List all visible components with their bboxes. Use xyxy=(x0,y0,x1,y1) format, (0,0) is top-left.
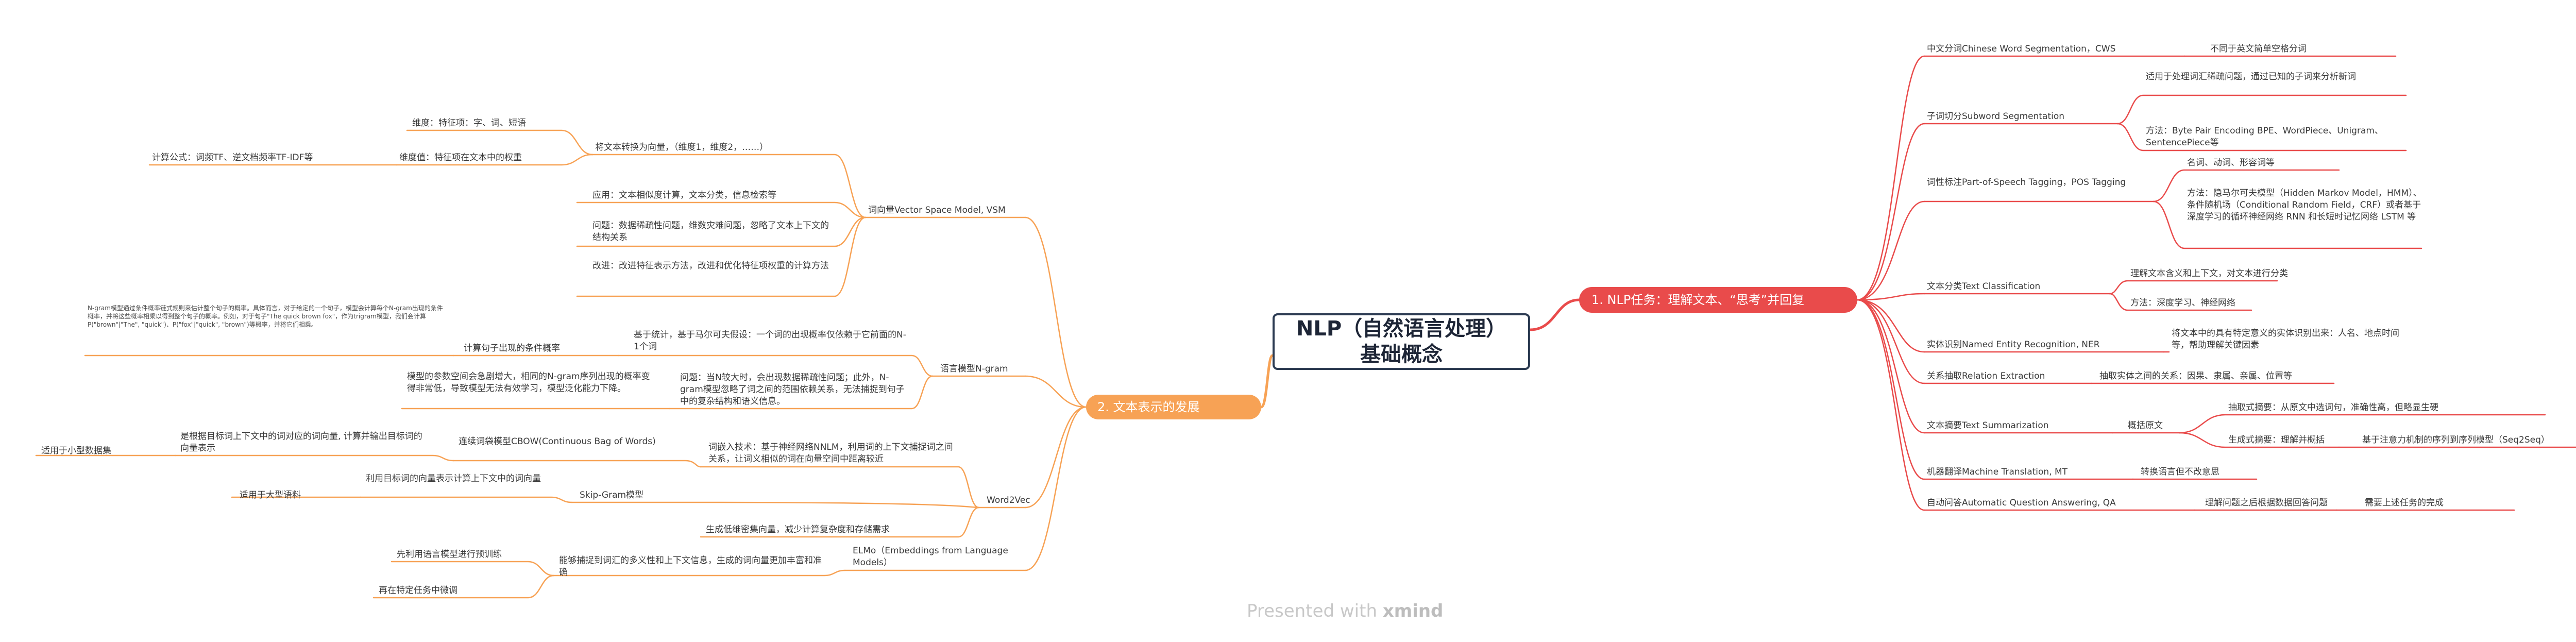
topic-ts-summary[interactable]: 概括原文 xyxy=(2128,420,2163,431)
central-topic-line1: NLP（自然语言处理） xyxy=(1296,317,1507,341)
topic-w2v-skipgram-desc[interactable]: 利用目标词的向量表示计算上下文中的词向量 xyxy=(366,474,541,484)
topic-w2v-skipgram-use[interactable]: 适用于大型语料 xyxy=(240,490,301,500)
topic-ner-desc[interactable]: 将文本中的具有特定意义的实体识别出来：人名、地点时间等，帮助理解关键因素 xyxy=(2172,328,2399,350)
topic-qa-requires[interactable]: 需要上述任务的完成 xyxy=(2365,498,2444,508)
topic-ner[interactable]: 实体识别Named Entity Recognition, NER xyxy=(1927,340,2100,350)
topic-word2vec[interactable]: Word2Vec xyxy=(987,495,1030,505)
topic-machine-translation[interactable]: 机器翻译Machine Translation, MT xyxy=(1927,467,2068,477)
topic-mt-desc[interactable]: 转换语言但不改意思 xyxy=(2141,467,2219,477)
topic-vsm-convert[interactable]: 将文本转换为向量，（维度1，维度2，……） xyxy=(595,142,769,153)
topic-w2v-cbow[interactable]: 连续词袋模型CBOW(Continuous Bag of Words) xyxy=(459,436,656,447)
topic-ts-extractive[interactable]: 抽取式摘要：从原文中选词句，准确性高，但略显生硬 xyxy=(2228,402,2438,413)
topic-vsm-problem[interactable]: 问题：数据稀疏性问题，维数灾难问题，忽略了文本上下文的结构关系 xyxy=(592,221,829,243)
topic-question-answering[interactable]: 自动问答Automatic Question Answering, QA xyxy=(1927,498,2116,508)
topic-ngram[interactable]: 语言模型N-gram xyxy=(940,364,1008,374)
topic-cws[interactable]: 中文分词Chinese Word Segmentation，CWS xyxy=(1927,44,2116,54)
topic-vsm-dimension[interactable]: 维度：特征项：字、词、短语 xyxy=(412,118,526,128)
topic-tc-methods[interactable]: 方法：深度学习、神经网络 xyxy=(2130,298,2235,308)
topic-vsm-formula[interactable]: 计算公式：词频TF、逆文档频率TF-IDF等 xyxy=(152,153,313,163)
xmind-logo: xmind xyxy=(1382,601,1444,621)
central-topic[interactable]: NLP（自然语言处理） 基础概念 xyxy=(1273,313,1530,370)
topic-pos[interactable]: 词性标注Part-of-Speech Tagging，POS Tagging xyxy=(1927,177,2126,188)
topic-elmo[interactable]: ELMo（Embeddings from Language Models） xyxy=(853,546,1008,568)
topic-w2v-dense[interactable]: 生成低维密集向量，减少计算复杂度和存储需求 xyxy=(706,525,890,535)
topic-subword[interactable]: 子词切分Subword Segmentation xyxy=(1927,111,2065,122)
topic-cws-note[interactable]: 不同于英文简单空格分词 xyxy=(2210,44,2307,54)
topic-pos-methods[interactable]: 方法：隐马尔可夫模型（Hidden Markov Model，HMM）、条件随机… xyxy=(2187,188,2422,222)
topic-vsm-dimension-value[interactable]: 维度值：特征项在文本中的权重 xyxy=(399,153,522,163)
topic-vsm-application[interactable]: 应用：文本相似度计算，文本分类，信息检索等 xyxy=(592,190,776,200)
topic-text-summarization[interactable]: 文本摘要Text Summarization xyxy=(1927,420,2049,431)
branch-text-representation[interactable]: 2. 文本表示的发展 xyxy=(1086,395,1261,419)
topic-elmo-finetune[interactable]: 再在特定任务中微调 xyxy=(379,585,457,596)
topic-ngram-problem-detail[interactable]: 模型的参数空间会急剧增大，相同的N-gram序列出现的概率变得非常低，导致模型无… xyxy=(407,371,650,394)
central-topic-line2: 基础概念 xyxy=(1360,343,1443,366)
footer-text: Presented with xyxy=(1247,601,1378,621)
topic-subword-purpose[interactable]: 适用于处理词汇稀疏问题，通过已知的子词来分析新词 xyxy=(2146,72,2356,82)
topic-text-classification[interactable]: 文本分类Text Classification xyxy=(1927,281,2041,292)
topic-elmo-pretrain[interactable]: 先利用语言模型进行预训练 xyxy=(397,549,502,560)
topic-ts-seq2seq[interactable]: 基于注意力机制的序列到序列模型（Seq2Seq） xyxy=(2362,435,2550,445)
topic-relation-extraction[interactable]: 关系抽取Relation Extraction xyxy=(1927,371,2045,381)
topic-vsm-improvement[interactable]: 改进：改进特征表示方法，改进和优化特征项权重的计算方法 xyxy=(592,261,829,271)
presented-with-footer: Presented with xmind xyxy=(1247,601,1443,621)
topic-ngram-problem[interactable]: 问题：当N较大时，会出现数据稀疏性问题；此外，N-gram模型忽略了词之间的范围… xyxy=(680,373,905,407)
topic-subword-methods[interactable]: 方法：Byte Pair Encoding BPE、WordPiece、Unig… xyxy=(2146,126,2383,148)
topic-tc-understand[interactable]: 理解文本含义和上下文，对文本进行分类 xyxy=(2130,268,2288,279)
topic-ngram-conditional-prob[interactable]: 计算句子出现的条件概率 xyxy=(464,343,560,353)
topic-vsm[interactable]: 词向量Vector Space Model, VSM xyxy=(868,205,1006,215)
topic-w2v-cbow-use[interactable]: 适用于小型数据集 xyxy=(41,446,111,456)
topic-ngram-note[interactable]: N-gram模型通过条件概率链式规则来估计整个句子的概率。具体而言，对于给定的一… xyxy=(88,305,443,328)
topic-elmo-desc[interactable]: 能够捕捉到词汇的多义性和上下文信息，生成的词向量更加丰富和准确 xyxy=(559,555,822,578)
topic-re-desc[interactable]: 抽取实体之间的关系：因果、隶属、亲属、位置等 xyxy=(2099,371,2292,381)
topic-ts-abstractive[interactable]: 生成式摘要：理解并概括 xyxy=(2228,435,2325,445)
topic-qa-desc[interactable]: 理解问题之后根据数据回答问题 xyxy=(2205,498,2328,508)
branch-nlp-tasks[interactable]: 1. NLP任务：理解文本、“思考”并回复 xyxy=(1579,287,1857,313)
topic-pos-examples[interactable]: 名词、动词、形容词等 xyxy=(2187,158,2275,168)
topic-ngram-basis[interactable]: 基于统计，基于马尔可夫假设：一个词的出现概率仅依赖于它前面的N-1个词 xyxy=(634,330,906,352)
topic-w2v-skipgram[interactable]: Skip-Gram模型 xyxy=(580,490,644,500)
topic-w2v-embedding[interactable]: 词嵌入技术：基于神经网络NNLM，利用词的上下文捕捉词之间关系，让词义相似的词在… xyxy=(708,442,953,464)
topic-w2v-cbow-desc[interactable]: 是根据目标词上下文中的词对应的词向量, 计算并输出目标词的向量表示 xyxy=(180,431,422,453)
